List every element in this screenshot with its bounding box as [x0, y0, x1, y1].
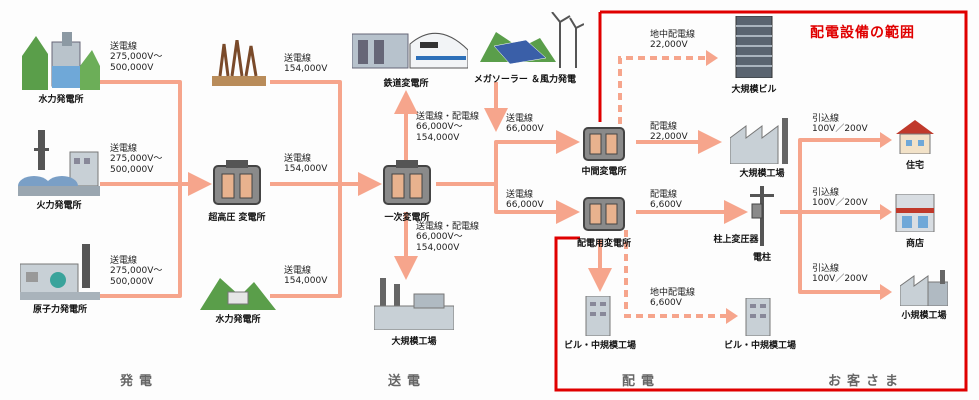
distribution-scope-title: 配電設備の範囲: [810, 25, 915, 41]
flow-underground-22000: [618, 56, 706, 124]
nuclear-plant-icon: [20, 244, 100, 300]
transmission-tower-icon: [212, 40, 266, 86]
line-to-dist-sub: 送電線 66,000V: [506, 190, 544, 211]
utility-pole-label: 電柱: [752, 253, 771, 263]
hydro-plant-2-label: 水力発電所: [215, 315, 261, 325]
ultra-high-substation-label: 超高圧 変電所: [208, 213, 266, 223]
line-to-railway: 送電線・配電線 66,000V～ 154,000V: [416, 112, 480, 143]
thermal-plant-label: 火力発電所: [36, 201, 82, 211]
flow-to-dist-sub: [494, 184, 580, 224]
flow-underground-6600: [624, 230, 726, 318]
line-service-small-factory: 引込線 100V／200V: [812, 264, 868, 285]
mega-solar-wind-icon: [480, 12, 584, 68]
line-bottom-154: 送電線 154,000V: [284, 266, 328, 287]
building-midsize-factory-1-icon: [585, 296, 611, 336]
building-midsize-factory-2-label: ビル・中規模工場: [723, 341, 796, 351]
mega-solar-wind-label: メガソーラー ＆風力発電: [473, 75, 577, 85]
distribution-substation-label: 配電用変電所: [576, 239, 631, 249]
line-service-shop: 引込線 100V／200V: [812, 188, 868, 209]
ultra-high-substation-icon: [213, 160, 261, 205]
line-nuclear-out: 送電線 275,000V～ 500,000V: [110, 256, 163, 287]
utility-pole-icon: [750, 186, 774, 246]
line-mid-154: 送電線 154,000V: [284, 154, 328, 175]
small-factory-icon: [900, 270, 948, 306]
arrowhead-building-2: [726, 308, 738, 324]
line-overhead-22000: 配電線 22,000V: [650, 122, 688, 143]
arrowhead-small-factory: [880, 284, 892, 300]
large-factory-tx-icon: [374, 278, 454, 330]
building-midsize-factory-2-icon: [745, 298, 771, 336]
line-overhead-6600: 配電線 6,600V: [650, 190, 682, 211]
flow-service: [780, 138, 880, 294]
line-underground-6600: 地中配電線 6,600V: [650, 288, 696, 309]
small-factory-label: 小規模工場: [901, 311, 947, 321]
flow-nuclear: [100, 172, 212, 298]
section-customers: お客さま: [828, 374, 905, 389]
shop-label: 商店: [905, 239, 924, 249]
house-icon: [896, 120, 934, 154]
line-thermal-out: 送電線 275,000V～ 500,000V: [110, 144, 163, 175]
hydro-plant-2-icon: [200, 278, 276, 310]
flow-bottom-154: [270, 184, 342, 298]
line-service-house: 引込線 100V／200V: [812, 114, 868, 135]
large-factory-dist-label: 大規模工場: [739, 169, 785, 179]
large-factory-dist-icon: [730, 118, 788, 164]
intermediate-substation-label: 中間変電所: [581, 167, 627, 177]
large-building-label: 大規模ビル: [731, 85, 777, 95]
hydro-plant-label: 水力発電所: [38, 95, 84, 105]
line-to-intermediate: 送電線 66,000V: [506, 114, 544, 135]
section-generation: 発電: [120, 374, 159, 389]
hydro-plant-icon: [22, 32, 100, 90]
large-factory-tx-label: 大規模工場: [391, 337, 437, 347]
line-hydro-out: 送電線 275,000V～ 500,000V: [110, 42, 163, 73]
line-to-large-factory: 送電線・配電線 66,000V～ 154,000V: [416, 222, 480, 253]
distribution-substation-icon: [583, 197, 625, 231]
railway-substation-label: 鉄道変電所: [383, 79, 429, 89]
line-top-154: 送電線 154,000V: [284, 54, 328, 75]
nuclear-plant-label: 原子力発電所: [32, 305, 87, 315]
line-underground-22000: 地中配電線 22,000V: [650, 30, 696, 51]
thermal-plant-icon: [18, 130, 100, 196]
arrowhead-house: [880, 132, 892, 148]
distribution-scope-border: [554, 10, 968, 392]
arrowhead-large-building: [706, 50, 718, 66]
primary-substation-icon: [383, 160, 431, 205]
section-transmission: 送電: [388, 374, 427, 389]
intermediate-substation-icon: [583, 127, 625, 161]
shop-icon: [895, 194, 935, 232]
large-building-icon: [735, 16, 773, 78]
railway-substation-icon: [352, 32, 468, 69]
primary-substation-label: 一次変電所: [384, 213, 430, 223]
arrowhead-shop: [880, 204, 892, 220]
building-midsize-factory-1-label: ビル・中規模工場: [563, 341, 636, 351]
section-distribution: 配電: [622, 374, 661, 389]
pole-transformer-label: 柱上変圧器: [713, 235, 759, 245]
house-label: 住宅: [905, 161, 924, 171]
flow-to-intermediate: [436, 130, 580, 186]
